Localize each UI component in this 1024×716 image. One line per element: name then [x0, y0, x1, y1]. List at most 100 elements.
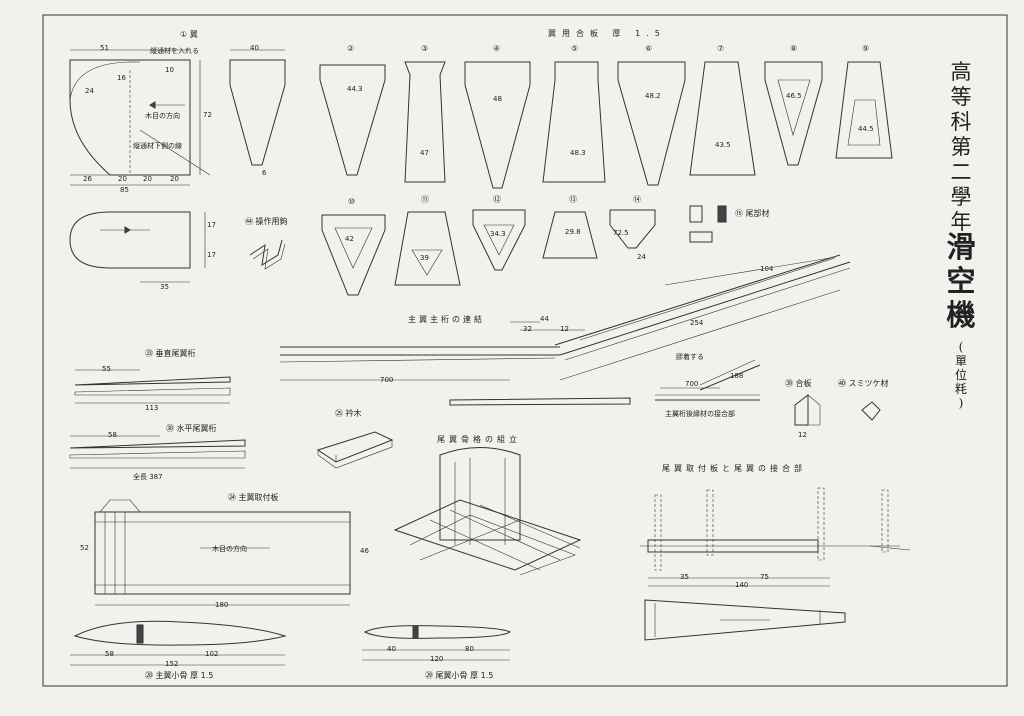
label-hook: ㊹ 操作用鉤	[245, 217, 288, 226]
dim: 46	[360, 547, 369, 555]
main-wing-rib	[73, 620, 287, 646]
wing-lower-plan	[69, 211, 191, 269]
rib-num-14: ⑭	[633, 195, 641, 204]
label-grain: 木目の方向	[212, 545, 247, 553]
scarf-part	[861, 401, 881, 421]
rib-num-3: ③	[421, 44, 429, 53]
dim: 24	[637, 253, 646, 261]
dim: 47	[420, 149, 429, 157]
dim: 104	[760, 265, 774, 273]
label-glue: 膠着する	[676, 353, 704, 361]
label-main-spar: 主翼主桁の連結	[408, 315, 485, 324]
control-hook	[249, 239, 283, 266]
dim: 40	[250, 44, 259, 52]
vertical-tail-spar	[74, 369, 231, 404]
label-tail-assembly: 尾翼骨格の組立	[437, 435, 521, 444]
dim: 48	[493, 95, 502, 103]
dim: 140	[735, 581, 749, 589]
rib-row-top	[319, 61, 893, 189]
tail-rib	[363, 625, 512, 639]
dim: 26	[83, 175, 92, 183]
rib-num-11: ⑪	[421, 195, 429, 204]
dim: 40	[387, 645, 396, 653]
dim: 72	[203, 111, 212, 119]
dim: 24	[85, 87, 94, 95]
dim: 34.3	[490, 230, 506, 238]
dim: 17	[207, 251, 216, 259]
dim: 58	[105, 650, 114, 658]
dim: 51	[100, 44, 109, 52]
rib-num-8: ⑧	[790, 44, 798, 53]
rib-num-10: ⑩	[348, 197, 356, 206]
rib-num-7: ⑦	[717, 44, 725, 53]
dim: 44.5	[858, 125, 874, 133]
dim: 55	[102, 365, 111, 373]
dim: 44	[540, 315, 549, 323]
label-wing-note3: 縦通材下側の線	[133, 142, 182, 150]
glider-title: 滑空機	[946, 230, 976, 332]
dim: 35	[160, 283, 169, 291]
rib-num-6: ⑥	[645, 44, 653, 53]
trailing-spar	[449, 397, 631, 406]
dim: 39	[420, 254, 429, 262]
label-joint: 主翼桁後縁材の接合部	[665, 410, 735, 418]
wing-rib-view	[229, 59, 286, 166]
dim: 120	[430, 655, 444, 663]
tail-member-a	[689, 205, 703, 223]
dim: 6	[262, 169, 267, 177]
dim: 46.5	[786, 92, 802, 100]
tail-spar-plan	[644, 599, 846, 641]
dim: 43.5	[715, 141, 731, 149]
frame-border	[42, 14, 1008, 687]
dim: 700	[685, 380, 699, 388]
dim: 102	[205, 650, 219, 658]
rib-num-13: ⑬	[569, 195, 577, 204]
course-title: 高等科第二學年	[950, 60, 972, 234]
main-spar-joint	[279, 254, 851, 381]
label-scarf: ㊵ スミツケ材	[838, 379, 889, 388]
dim: 58	[108, 431, 117, 439]
dim: 12	[560, 325, 569, 333]
rib-row-bottom	[321, 209, 656, 296]
label-tail-member: ⑮ 尾部材	[735, 209, 770, 218]
tail-member-b	[717, 205, 727, 223]
dim: 32	[523, 325, 532, 333]
dim: 44.3	[347, 85, 363, 93]
label-wing-note2: 木目の方向	[145, 112, 180, 120]
dim: 48.3	[570, 149, 586, 157]
tail-joint-detail	[640, 487, 911, 587]
dim: 10	[165, 66, 174, 74]
dim: 29.8	[565, 228, 581, 236]
label-tail-rib: ㉙ 尾翼小骨 厚 1.5	[425, 671, 494, 680]
rib-num-4: ④	[493, 44, 501, 53]
rib-num-12: ⑫	[493, 195, 501, 204]
dim: 700	[380, 376, 394, 384]
dim: 180	[215, 601, 229, 609]
dim: 42	[345, 235, 354, 243]
dim: 20	[143, 175, 152, 183]
label-tail-joint: 尾翼取付板と尾翼の接合部	[662, 464, 806, 473]
mounting-plate	[94, 499, 351, 606]
dim: 20	[170, 175, 179, 183]
label-wing: ① 翼	[180, 30, 198, 39]
label-total-length: 全長 387	[133, 473, 163, 481]
label-vertical-spar: ㉝ 垂直尾翼桁	[145, 349, 196, 358]
unit-note: (單位粍)	[954, 340, 967, 410]
label-mounting-plate: ㉔ 主翼取付板	[228, 493, 279, 502]
label-wing-note1: 縦通材を入れる	[150, 47, 199, 55]
dim: 254	[690, 319, 704, 327]
rib-num-9: ⑨	[862, 44, 870, 53]
rib-num-5: ⑤	[571, 44, 579, 53]
tail-member-c	[689, 231, 713, 243]
dim: 20	[118, 175, 127, 183]
horizontal-tail-spar	[69, 435, 246, 469]
dim: 152	[165, 660, 179, 668]
dim: 80	[465, 645, 474, 653]
block-part	[316, 431, 394, 463]
dim: 85	[120, 186, 129, 194]
dim: 48.2	[645, 92, 661, 100]
dim: 17	[207, 221, 216, 229]
dim: 75	[760, 573, 769, 581]
